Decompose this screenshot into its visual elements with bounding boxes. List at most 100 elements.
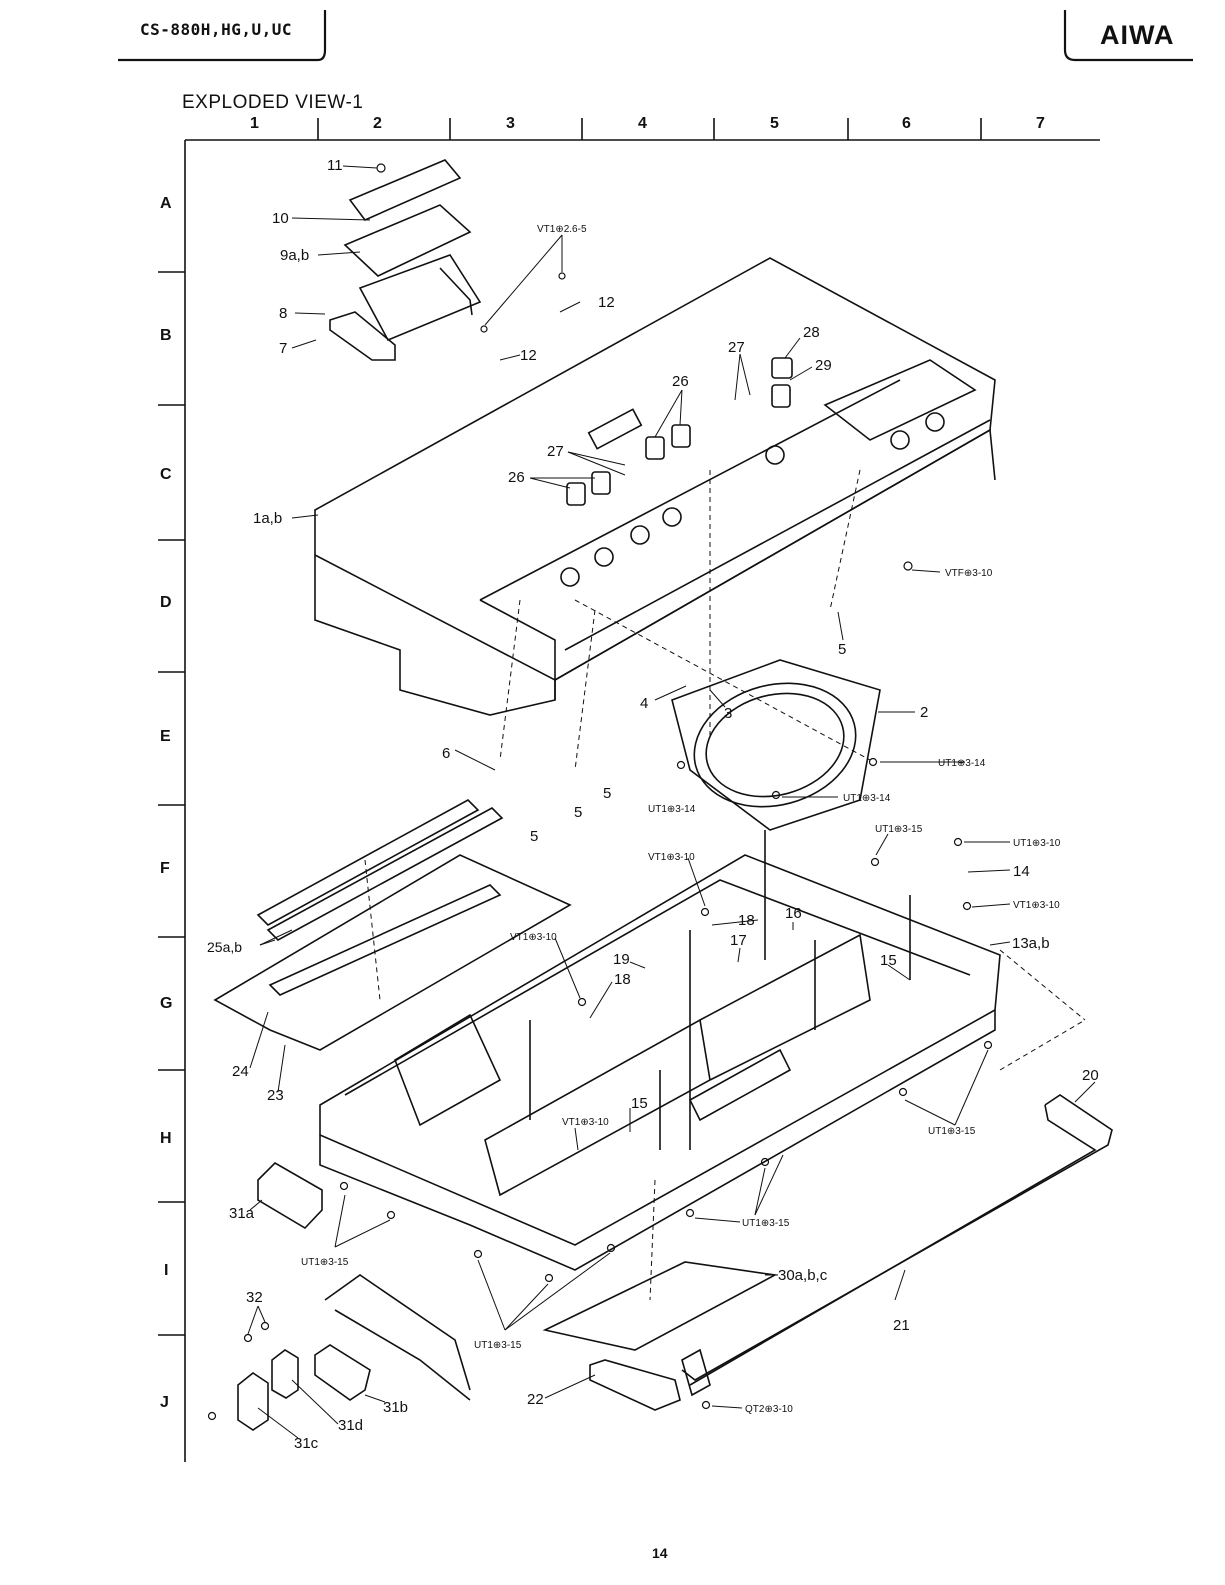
page-number: 14 (652, 1545, 668, 1561)
callout-18-upper: 18 (738, 912, 755, 929)
callout-11: 11 (327, 157, 343, 174)
callout-18-lower: 18 (614, 971, 631, 988)
callout-27-upper: 27 (728, 339, 745, 356)
section-title: EXPLODED VIEW-1 (182, 92, 364, 113)
callout-ut1-3-10: UT1⊕3-10 (1013, 838, 1061, 849)
grid-col-6: 6 (902, 115, 911, 132)
callout-7: 7 (279, 340, 287, 357)
callout-25ab: 25a,b (207, 939, 242, 955)
callout-ut1-3-15-center: UT1⊕3-15 (742, 1218, 790, 1229)
callout-28: 28 (803, 324, 820, 341)
callout-12-upper: 12 (598, 294, 615, 311)
callout-31b: 31b (383, 1399, 408, 1416)
brand-name: AIWA (1100, 20, 1175, 50)
grid-row-d: D (160, 594, 172, 611)
leader-lines (247, 165, 1096, 1439)
callout-26-lower: 26 (508, 469, 525, 486)
callout-15-right: 15 (880, 952, 897, 969)
callout-31a: 31a (229, 1205, 255, 1222)
callout-27-lower: 27 (547, 443, 564, 460)
callout-qt2-3-10: QT2⊕3-10 (745, 1404, 793, 1415)
control-knobs (566, 357, 793, 506)
grid-col-3: 3 (506, 115, 515, 132)
callout-vtf-3-10: VTF⊕3-10 (945, 568, 993, 579)
callout-vt1-2-6-5: VT1⊕2.6-5 (537, 224, 587, 235)
grid-col-4: 4 (638, 115, 647, 132)
callout-20: 20 (1082, 1067, 1099, 1084)
header-bracket-left (118, 10, 327, 62)
grid-row-j: J (160, 1394, 169, 1411)
callout-12-lower: 12 (520, 347, 537, 364)
cassette-lid-parts (329, 159, 482, 361)
callout-23: 23 (267, 1087, 284, 1104)
callout-5-lower: 5 (574, 804, 582, 821)
callout-16: 16 (785, 905, 802, 922)
callout-5-mid: 5 (603, 785, 611, 802)
callout-ut1-3-15-top: UT1⊕3-15 (875, 824, 923, 835)
callout-19: 19 (613, 951, 630, 968)
grid-col-5: 5 (770, 115, 779, 132)
callout-14: 14 (1013, 863, 1030, 880)
callout-vt1-3-10-left: VT1⊕3-10 (510, 932, 557, 943)
screws (207, 163, 993, 1421)
bottom-chassis (319, 830, 1001, 1271)
grid-col-2: 2 (373, 115, 382, 132)
handle-end-cap (589, 1359, 681, 1411)
side-panel-31c (237, 1372, 269, 1431)
callout-3: 3 (724, 705, 732, 722)
grid-row-a: A (160, 195, 172, 212)
grid-row-b: B (160, 327, 172, 344)
model-number: CS-880H,HG,U,UC (140, 20, 292, 39)
callout-ut1-3-15-left: UT1⊕3-15 (301, 1257, 349, 1268)
callout-24: 24 (232, 1063, 249, 1080)
callout-6: 6 (442, 745, 450, 762)
callout-9ab: 9a,b (280, 247, 309, 264)
side-panel-31b (314, 1344, 371, 1401)
callout-10: 10 (272, 210, 289, 227)
callout-31c: 31c (294, 1435, 319, 1452)
callout-13ab: 13a,b (1012, 935, 1050, 952)
callout-8: 8 (279, 305, 287, 322)
speaker (671, 659, 881, 831)
side-panel-31a (257, 1162, 323, 1230)
grid-row-i: I (164, 1262, 169, 1279)
callout-labels: 11 10 9a,b 8 7 VT1⊕2.6-5 12 12 28 29 27 … (207, 157, 1099, 1452)
carrying-handle (681, 1094, 1113, 1397)
callout-15-center: 15 (631, 1095, 648, 1112)
grid-row-c: C (160, 466, 172, 483)
callout-4: 4 (640, 695, 648, 712)
callout-ut1-3-15-right: UT1⊕3-15 (928, 1126, 976, 1137)
callout-ut1-3-14-center: UT1⊕3-14 (843, 793, 891, 804)
callout-ut1-3-15-bottom: UT1⊕3-15 (474, 1340, 522, 1351)
top-cover (314, 257, 996, 716)
grid-row-h: H (160, 1130, 172, 1147)
callout-vt1-3-10-top: VT1⊕3-10 (648, 852, 695, 863)
callout-5-left: 5 (530, 828, 538, 845)
callout-2: 2 (920, 704, 928, 721)
callout-ut1-3-14-left: UT1⊕3-14 (648, 804, 696, 815)
callout-5-right: 5 (838, 641, 846, 658)
callout-vt1-3-10-right: VT1⊕3-10 (1013, 900, 1060, 911)
header-bracket-right (1063, 10, 1193, 62)
callout-26-upper: 26 (672, 373, 689, 390)
callout-32: 32 (246, 1289, 263, 1306)
side-rails (213, 799, 572, 1051)
grid-col-1: 1 (250, 115, 259, 132)
grid-row-g: G (160, 995, 173, 1012)
callout-vt1-3-10-center: VT1⊕3-10 (562, 1117, 609, 1128)
callout-31d: 31d (338, 1417, 363, 1434)
callout-ut1-3-14-right: UT1⊕3-14 (938, 758, 986, 769)
callout-29: 29 (815, 357, 832, 374)
callout-1ab: 1a,b (253, 510, 282, 527)
explosion-lines (364, 469, 1086, 1301)
callout-21: 21 (893, 1317, 910, 1334)
grid-row-f: F (160, 860, 170, 877)
side-panel-31d (271, 1349, 299, 1399)
grid-col-7: 7 (1036, 115, 1045, 132)
grid-row-e: E (160, 728, 171, 745)
callout-17: 17 (730, 932, 747, 949)
callout-22: 22 (527, 1391, 544, 1408)
callout-30abc: 30a,b,c (778, 1267, 828, 1284)
